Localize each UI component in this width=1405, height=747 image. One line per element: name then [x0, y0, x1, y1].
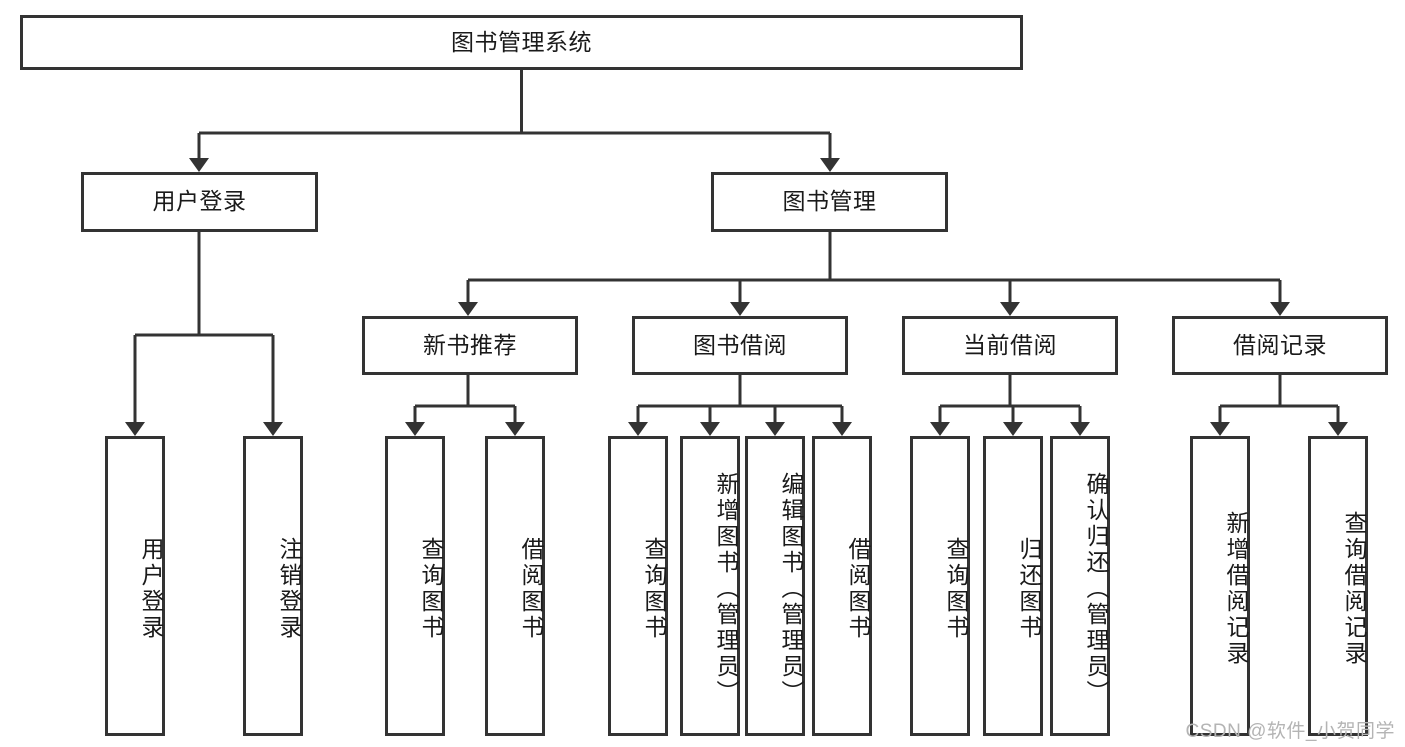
node-box-leaf-11 — [1190, 436, 1250, 736]
arrowhead-bookmgmt-to-borrow — [730, 302, 750, 316]
arrowhead-borrow-to-leaf1 — [628, 422, 648, 436]
node-box-leaf-6 — [745, 436, 805, 736]
connector-group-current — [930, 375, 1090, 436]
node-box-root — [20, 15, 1023, 70]
arrowhead-current-to-leaf1 — [930, 422, 950, 436]
node-box-leaf-8 — [910, 436, 970, 736]
connector-group-newbook — [405, 375, 525, 436]
node-box-leaf-0 — [105, 436, 165, 736]
arrowhead-login-to-leaf1 — [125, 422, 145, 436]
arrowhead-record-to-leaf1 — [1210, 422, 1230, 436]
node-box-level3-3 — [1172, 316, 1388, 375]
arrowhead-login-to-leaf2 — [263, 422, 283, 436]
node-box-leaf-5 — [680, 436, 740, 736]
arrowhead-root-to-login — [189, 158, 209, 172]
node-box-leaf-7 — [812, 436, 872, 736]
arrowhead-newbook-to-leaf1 — [405, 422, 425, 436]
node-box-leaf-3 — [485, 436, 545, 736]
node-box-leaf-10 — [1050, 436, 1110, 736]
connector-group-login — [125, 232, 283, 436]
watermark-text: CSDN @软件_小贺同学 — [1185, 721, 1395, 742]
arrowhead-bookmgmt-to-newbook — [458, 302, 478, 316]
node-box-leaf-2 — [385, 436, 445, 736]
connector-group-borrow — [628, 375, 852, 436]
node-box-leaf-4 — [608, 436, 668, 736]
arrowhead-record-to-leaf2 — [1328, 422, 1348, 436]
arrowhead-borrow-to-leaf2 — [700, 422, 720, 436]
node-box-level3-0 — [362, 316, 578, 375]
node-box-leaf-12 — [1308, 436, 1368, 736]
connector-group-bookmgmt — [458, 232, 1290, 316]
node-box-level3-2 — [902, 316, 1118, 375]
arrowhead-root-to-bookmgmt — [820, 158, 840, 172]
node-box-leaf-9 — [983, 436, 1043, 736]
arrowhead-borrow-to-leaf3 — [765, 422, 785, 436]
node-box-level2-0 — [81, 172, 318, 232]
node-box-leaf-1 — [243, 436, 303, 736]
node-box-level2-1 — [711, 172, 948, 232]
arrowhead-borrow-to-leaf4 — [832, 422, 852, 436]
arrowhead-current-to-leaf3 — [1070, 422, 1090, 436]
arrowhead-newbook-to-leaf2 — [505, 422, 525, 436]
connector-group-root — [189, 70, 840, 172]
arrowhead-bookmgmt-to-current — [1000, 302, 1020, 316]
node-box-level3-1 — [632, 316, 848, 375]
connector-group-record — [1210, 375, 1348, 436]
arrowhead-bookmgmt-to-record — [1270, 302, 1290, 316]
arrowhead-current-to-leaf2 — [1003, 422, 1023, 436]
